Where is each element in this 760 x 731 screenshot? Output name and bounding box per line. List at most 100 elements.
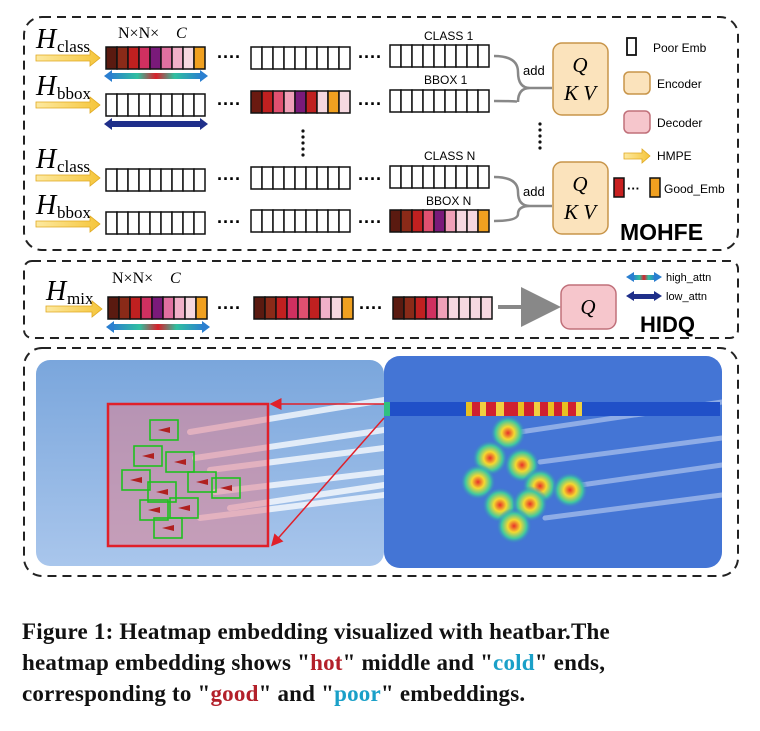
legend-high-attn: high_attn [666,272,711,284]
svg-text:Q: Q [572,172,587,196]
ellipsis-col-2: ···· ···· ···· ···· [358,47,382,232]
svg-text:H: H [35,144,58,175]
embedding-strip-mix-3 [392,296,493,320]
visualization-panel-border [23,347,739,577]
dims-label-top: N×N× C [118,25,187,42]
svg-text:N×N×: N×N× [118,25,159,42]
good-emb-swatch-orange [649,177,661,198]
embedding-strip-mid-class-1 [250,46,351,70]
embedding-strip-right-bbox-1 [389,89,490,113]
hidq-panel-border [23,260,739,339]
caption-poor: poor [334,681,381,706]
attn-legend: high_attn low_attn [626,272,711,303]
heatmap-image [384,356,725,568]
vertical-ellipsis-mid [301,129,305,157]
svg-text:Q: Q [580,295,595,319]
svg-text:K V: K V [563,200,598,224]
decoder-box: Q [560,284,617,330]
svg-text:····: ···· [217,212,241,232]
embedding-strip-mid-bbox-1 [250,90,351,114]
embedding-strip-bbox-1 [105,93,206,117]
embedding-strip-bbox-n [105,211,206,235]
svg-text:Q: Q [572,53,587,77]
vertical-ellipsis-encoder [538,122,542,150]
legend-encoder: Encoder [657,77,702,91]
legend-poor-emb: Poor Emb [653,41,707,55]
encoder-box-n: Q K V [552,161,609,235]
ellipsis-mix-2: ···· [359,298,383,318]
legend-decoder: Decoder [657,116,702,130]
h-mix-label: H mix [45,276,94,308]
svg-text:····: ···· [217,169,241,189]
svg-text:····: ···· [358,212,382,232]
hmpe-swatch [623,148,651,164]
add-label-n: add [523,184,545,199]
decoder-swatch [623,110,651,134]
svg-text:bbox: bbox [57,203,92,222]
caption-hot: hot [310,650,343,675]
svg-text:H: H [35,24,58,55]
class-n-label: CLASS N [424,149,475,163]
add-bracket-n [493,175,552,223]
svg-text:class: class [57,37,90,56]
caption-line-2: heatmap embedding shows "hot" middle and… [22,650,606,675]
add-label-1: add [523,63,545,78]
embedding-strip-right-bbox-n [389,209,490,233]
svg-text:bbox: bbox [57,84,92,103]
zoom-connector-arrows [269,398,385,547]
embedding-strip-right-class-1 [389,44,490,68]
svg-text:class: class [57,157,90,176]
mohfe-title: MOHFE [620,219,703,245]
svg-text:K V: K V [563,81,598,105]
architecture-diagram: H class H bbox H class H bbox N×N× C [23,16,739,577]
hmpe-arrow-mix [45,300,103,318]
hmpe-arrows [35,49,101,233]
class-1-label: CLASS 1 [424,29,474,43]
h-bbox-label-1: H bbox [35,71,92,103]
svg-text:C: C [170,270,181,287]
svg-text:····: ···· [358,94,382,114]
svg-text:H: H [35,190,58,221]
high-attn-arrow-mix [106,321,210,333]
detection-image [36,360,387,566]
svg-text:···: ··· [627,181,640,196]
bbox-n-label: BBOX N [426,194,471,208]
embedding-strip-mix-2 [253,296,354,320]
embedding-strip-right-class-n [389,165,490,189]
svg-text:····: ···· [217,94,241,114]
dims-label-mix: N×N× C [112,270,181,287]
h-class-label-1: H class [35,24,90,56]
svg-text:mix: mix [67,289,94,308]
svg-text:N×N×: N×N× [112,270,153,287]
embedding-strip-class-1 [105,46,206,70]
legend-good-emb: Good_Emb [664,182,725,196]
caption-good: good [210,681,259,706]
legend-hmpe: HMPE [657,149,692,163]
h-bbox-label-n: H bbox [35,190,92,222]
embedding-strip-mix-1 [107,296,208,320]
ellipsis-mix-1: ···· [217,298,241,318]
high-attn-arrow-1 [104,70,208,82]
legend-low-attn: low_attn [666,291,707,303]
embedding-strip-mid-class-n [250,166,351,190]
mohfe-panel-border [23,16,739,251]
svg-text:····: ···· [358,169,382,189]
encoder-box-1: Q K V [552,42,609,116]
encoder-swatch [623,71,651,95]
svg-text:····: ···· [217,47,241,67]
poor-emb-swatch [626,37,637,56]
legend: Poor Emb Encoder Decoder HMPE ··· Good_E… [613,37,725,198]
svg-text:C: C [176,25,187,42]
ellipsis-col-1: ···· ···· ···· ···· [217,47,241,232]
svg-text:H: H [45,276,68,307]
good-emb-swatch-red [613,177,625,198]
svg-text:····: ···· [358,47,382,67]
figure-caption: Figure 1: Heatmap embedding visualized w… [22,616,746,709]
svg-text:H: H [35,71,58,102]
embedding-strip-class-n [105,168,206,192]
h-class-label-n: H class [35,144,90,176]
low-attn-arrow-1 [104,118,208,130]
add-bracket-1 [493,54,552,104]
caption-line-3: corresponding to "good" and "poor" embed… [22,681,526,706]
caption-cold: cold [493,650,535,675]
